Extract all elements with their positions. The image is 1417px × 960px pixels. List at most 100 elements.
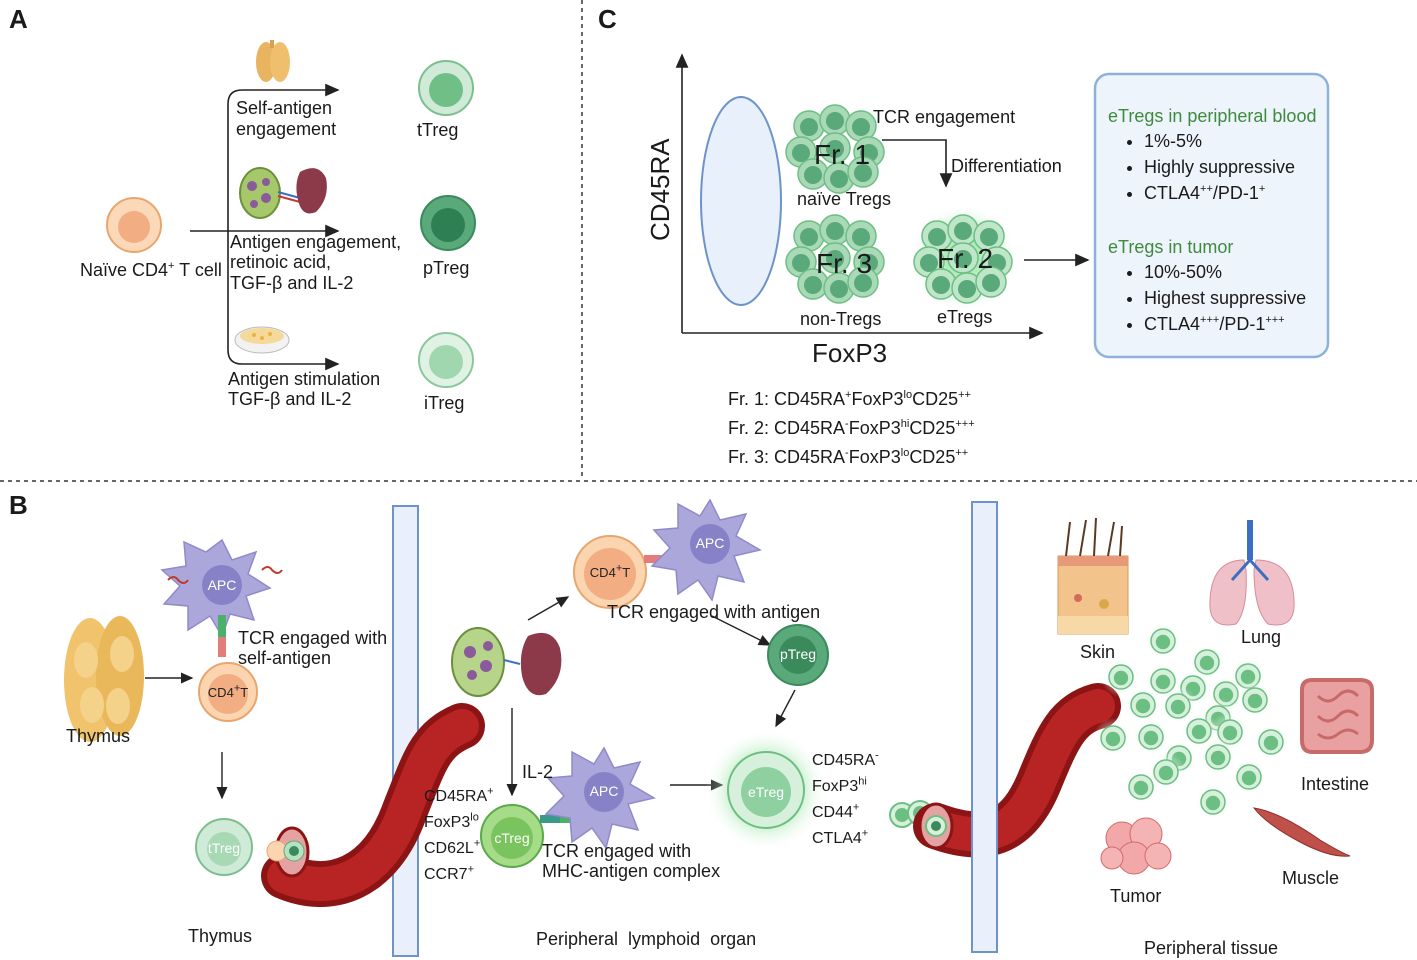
cluster-cell <box>797 158 829 190</box>
skin-label: Skin <box>1080 642 1116 662</box>
blood-vessel-left <box>261 703 485 907</box>
arrow-to-ptreg <box>711 615 772 646</box>
tissue-etreg-cell <box>1128 774 1154 800</box>
tcr-mhc-label-1: TCR engaged with <box>542 841 692 861</box>
differentiation-label: Differentiation <box>951 156 1062 176</box>
box-blood-item: Highly suppressive <box>1144 154 1295 180</box>
ctreg-label: cTreg <box>494 830 530 846</box>
ptreg-label-b: pTreg <box>779 646 817 662</box>
lymph-node-icon-small <box>239 167 301 219</box>
fr3-definition: Fr. 3: CD45RA-FoxP3loCD25++ <box>728 447 969 467</box>
tissue-etreg-cell <box>1186 718 1212 744</box>
etreg-marker: CD44+ <box>812 801 860 821</box>
ttreg-label-a: tTreg <box>417 120 459 140</box>
arrow-ttreg <box>227 83 340 231</box>
cluster-cell <box>847 266 879 298</box>
tissue-etreg-cell <box>1100 725 1126 751</box>
box-tumor-item: 10%-50% <box>1144 259 1306 285</box>
etreg-cell <box>727 751 805 829</box>
lymph-node-icon <box>451 627 521 697</box>
ctreg-marker: CD62L+ <box>424 837 481 857</box>
tissue-etreg-cell <box>1130 692 1156 718</box>
cluster-cell <box>819 214 851 246</box>
muscle-icon <box>1252 807 1351 857</box>
mhc-receptor-3 <box>560 815 576 823</box>
apc-cell-lymphoid-top <box>650 498 763 602</box>
tcr-receptor-2 <box>644 555 666 563</box>
itreg-label-a: iTreg <box>424 393 465 413</box>
spleen-icon <box>520 632 562 696</box>
ptreg-cell-b <box>767 624 829 686</box>
box-blood-list: 1%-5% Highly suppressive CTLA4++/PD-1+ <box>1124 128 1295 206</box>
tissue-etreg-cell <box>1108 664 1134 690</box>
route2-label-3: TGF-β and IL-2 <box>230 273 354 293</box>
intestine-label: Intestine <box>1301 774 1370 794</box>
differentiation-arrow <box>882 139 953 188</box>
tissue-etreg-cell <box>1150 628 1176 654</box>
tissue-etreg-cell <box>1258 729 1284 755</box>
arrow-to-cd4 <box>527 596 570 621</box>
lung-label: Lung <box>1241 627 1282 647</box>
intestine-icon <box>1300 678 1374 754</box>
fr3-label: Fr. 3 <box>816 248 873 279</box>
ttreg-label-b: tTreg <box>207 840 241 856</box>
peripheral-lymphoid-label: Peripheral lymphoid organ <box>536 929 757 949</box>
tissue-etregs <box>1093 621 1291 822</box>
non-tregs-label: non-Tregs <box>800 309 882 329</box>
vessel-wall-right <box>971 501 998 953</box>
apc-cell-lymphoid-bottom <box>544 746 657 850</box>
etreg-markers: CD45RA- FoxP3hi CD44+ CTLA4+ <box>812 748 879 852</box>
route2-label-2: retinoic acid, <box>230 252 332 272</box>
naive-tregs-label: naïve Tregs <box>797 189 892 209</box>
etreg-marker: CD45RA- <box>812 749 879 769</box>
tcr-mhc-label-2: MHC-antigen complex <box>542 861 721 881</box>
ctreg-marker: CD45RA+ <box>424 785 494 805</box>
fr2-cell-cluster <box>913 214 1013 304</box>
ttreg-cell-b <box>195 818 253 876</box>
tissue-etreg-cell <box>1138 724 1164 750</box>
cluster-cell <box>845 220 877 252</box>
cluster-cell <box>947 242 979 274</box>
blood-vessel-right <box>913 683 1121 858</box>
etreg-marker: CTLA4+ <box>812 827 869 847</box>
route3-label-1: Antigen stimulation <box>228 369 381 389</box>
route1-label-2: engagement <box>236 119 337 139</box>
panel-label-a: A <box>9 4 28 34</box>
etreg-marker: FoxP3hi <box>812 775 867 795</box>
route2-label-1: Antigen engagement, <box>230 232 402 252</box>
peripheral-tissue-label: Peripheral tissue <box>1144 938 1279 958</box>
ctreg-cell <box>480 804 544 868</box>
route3-label-2: TGF-β and IL-2 <box>228 389 352 409</box>
apc-label-lymphoid-bottom: APC <box>589 783 619 799</box>
etregs-label: eTregs <box>937 307 993 327</box>
tissue-etreg-cell <box>1205 744 1231 770</box>
cd4t-label-lymphoid: CD4+T <box>589 562 631 580</box>
x-axis-label: FoxP3 <box>812 338 888 368</box>
box-tumor-item: CTLA4+++/PD-1+++ <box>1144 311 1306 337</box>
cd4t-label-thymus: CD4+T <box>207 682 249 700</box>
il2-label: IL-2 <box>522 762 554 782</box>
spleen-icon-small <box>296 168 327 214</box>
muscle-label: Muscle <box>1282 868 1340 888</box>
cd4-cell-thymus <box>198 662 258 722</box>
cd45ra-plus-gate <box>700 96 782 306</box>
tumor-icon <box>1100 817 1172 875</box>
mhc-receptor <box>218 615 226 637</box>
tcr-self-label-1: TCR engaged with <box>238 628 388 648</box>
fr1-definition: Fr. 1: CD45RA+FoxP3loCD25++ <box>728 389 971 409</box>
tissue-etreg-cell <box>1242 687 1268 713</box>
etregs-info-box <box>1093 72 1330 359</box>
naive-cd4-label: Naïve CD4+ T cell <box>80 260 222 280</box>
tcr-engagement-label: TCR engagement <box>873 107 1016 127</box>
fr3-cell-cluster <box>785 214 885 304</box>
cd4-cell-lymphoid <box>573 535 647 609</box>
fr1-cell-cluster <box>785 104 885 194</box>
thymus-organ-icon-small <box>256 40 290 82</box>
naive-cd4-cell <box>106 197 162 253</box>
y-axis-label: CD45RA <box>645 138 675 241</box>
arrow-ptreg-to-etreg <box>775 689 796 728</box>
arrow-itreg <box>227 231 340 371</box>
fr1-label: Fr. 1 <box>814 139 871 170</box>
